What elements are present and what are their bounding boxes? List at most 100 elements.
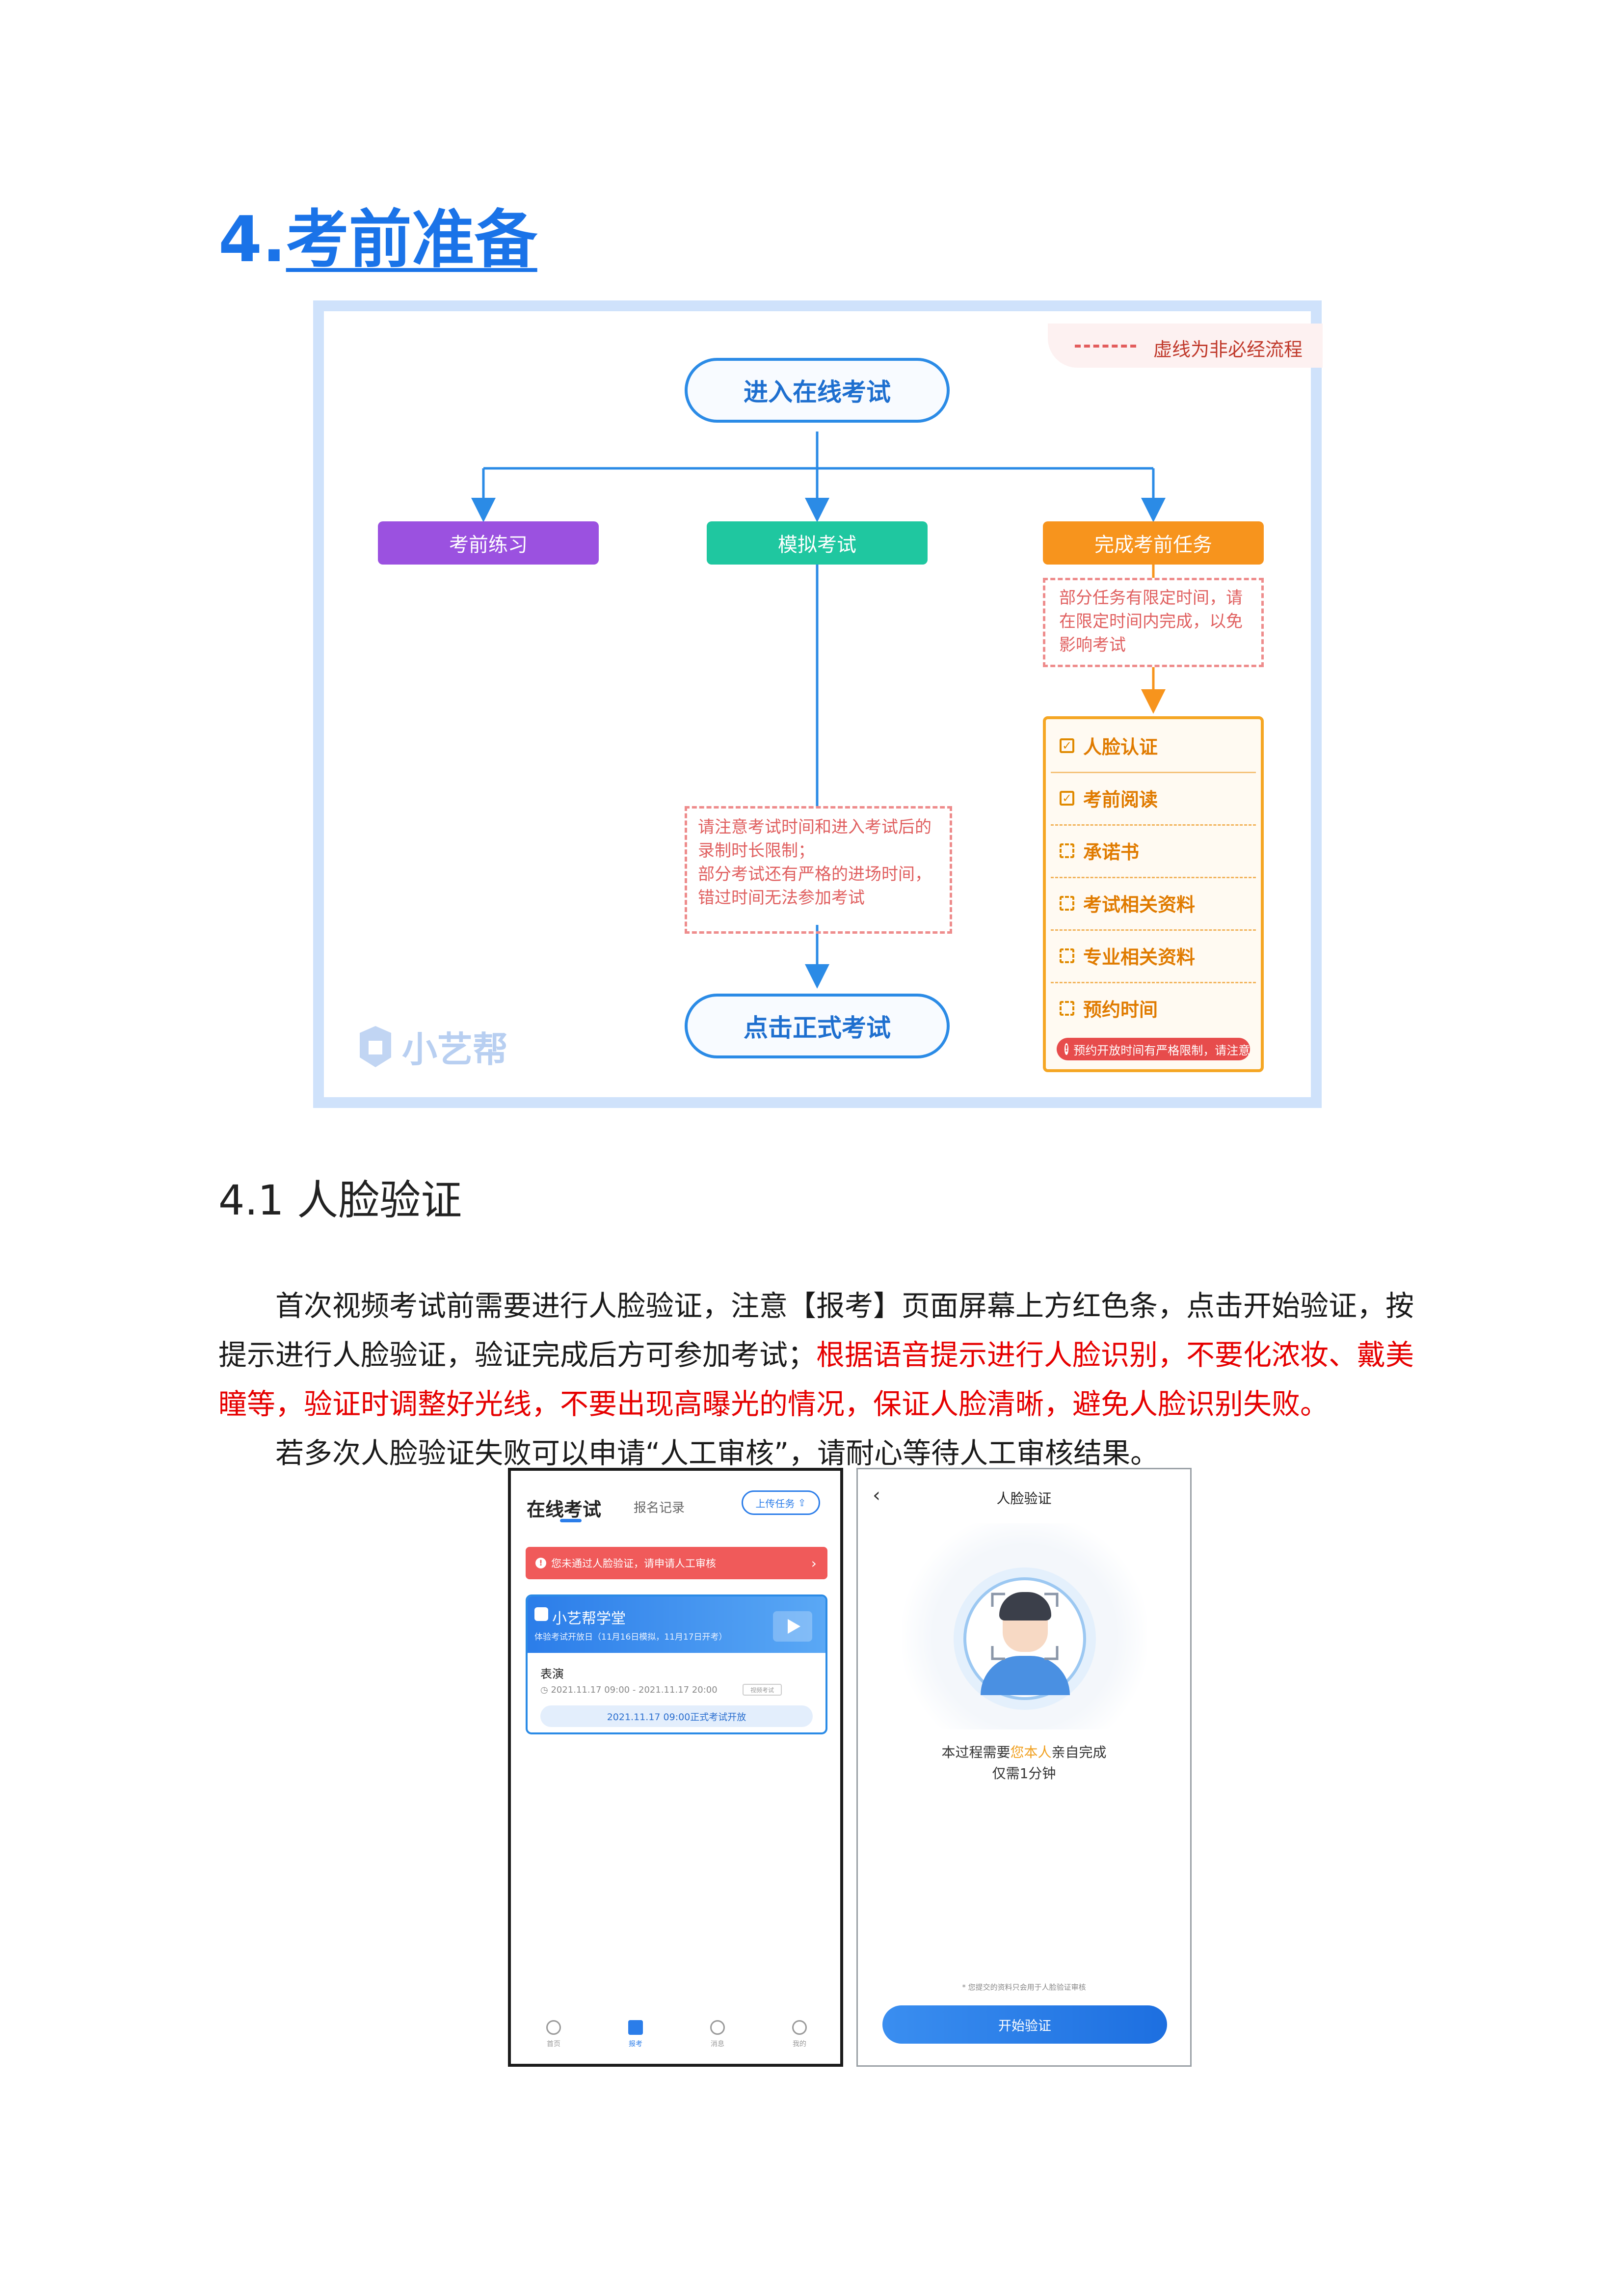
exam-time: ◷ 2021.11.17 09:00 - 2021.11.17 20:00 xyxy=(540,1685,718,1695)
task-item: 考试相关资料 xyxy=(1046,877,1261,929)
checkbox-icon: ✓ xyxy=(1060,790,1074,806)
tab-registration-record[interactable]: 报名记录 xyxy=(634,1501,685,1515)
card-subtitle: 体验考试开放日（11月16日模拟，11月17日开考） xyxy=(534,1632,727,1642)
divider xyxy=(1051,824,1256,826)
chevron-right-icon: › xyxy=(811,1555,817,1571)
note-line: 在限定时间内完成，以免 xyxy=(1059,612,1243,631)
dashed-checkbox-icon xyxy=(1060,1000,1074,1016)
dashed-checkbox-icon xyxy=(1060,948,1074,963)
start-node: 进入在线考试 xyxy=(685,358,950,423)
exam-time-text: 2021.11.17 09:00 - 2021.11.17 20:00 xyxy=(551,1685,718,1695)
info-icon: ! xyxy=(1064,1043,1069,1055)
task-label: 考试相关资料 xyxy=(1083,894,1196,916)
avatar-hair xyxy=(999,1592,1051,1621)
nav-label: 首页 xyxy=(547,2040,560,2048)
logo-icon xyxy=(356,1023,395,1070)
apply-icon xyxy=(628,2020,643,2035)
note-line: 请注意考试时间和进入考试后的 xyxy=(698,817,931,837)
note-line: 错过时间无法参加考试 xyxy=(698,888,865,908)
subsection-title: 4.1 人脸验证 xyxy=(218,1176,462,1224)
phone-screenshot-exam-list: 在线考试 报名记录 上传任务 ⇪ ! 您未通过人脸验证，请申请人工审核 › 小艺帮学… xyxy=(508,1468,843,2067)
profile-icon xyxy=(792,2020,807,2035)
play-icon xyxy=(773,1611,812,1642)
exam-open-badge: 2021.11.17 09:00正式考试开放 xyxy=(540,1705,813,1727)
face-scan-frame-icon xyxy=(991,1593,1059,1660)
upload-task-button[interactable]: 上传任务 ⇪ xyxy=(742,1490,820,1515)
dashed-checkbox-icon xyxy=(1060,895,1074,911)
task-item: 专业相关资料 xyxy=(1046,929,1261,982)
school-logo-icon xyxy=(534,1607,548,1621)
paragraph-line: 提示进行人脸验证，验证完成后方可参加考试；根据语音提示进行人脸识别，不要化浓妆、… xyxy=(218,1330,1421,1379)
task-item: 预约时间 xyxy=(1046,982,1261,1034)
nav-home[interactable]: 首页 xyxy=(524,2013,583,2049)
node-practice: 考前练习 xyxy=(378,521,599,565)
exam-type-tag: 视频考试 xyxy=(743,1684,782,1696)
task-warning: ! 预约开放时间有严格限制，请注意 xyxy=(1057,1038,1250,1060)
alert-text: 您未通过人脸验证，请申请人工审核 xyxy=(551,1558,716,1569)
task-label: 专业相关资料 xyxy=(1083,946,1196,968)
paragraph-text: 提示进行人脸验证，验证完成后方可参加考试； xyxy=(218,1338,817,1372)
task-list: ✓ 人脸认证 ✓ 考前阅读 承诺书 考试相关资料 专业相关资料 预约时间 ! 预约开放… xyxy=(1043,716,1264,1072)
checkbox-icon: ✓ xyxy=(1060,738,1074,753)
home-icon xyxy=(546,2020,561,2035)
heading-title: 考前准备 xyxy=(286,203,537,276)
flowchart: 虚线为非必经流程 进入在线考试 考前练习 模拟考试 完成考前任务 部分任务有限定… xyxy=(313,300,1323,1108)
instruction-line-2: 仅需1分钟 xyxy=(992,1765,1056,1782)
task-label: 预约时间 xyxy=(1083,999,1158,1021)
divider xyxy=(1051,877,1256,878)
mock-time-note: 请注意考试时间和进入考试后的 录制时长限制； 部分考试还有严格的进场时间， 错过… xyxy=(685,806,952,934)
note-line: 部分考试还有严格的进场时间， xyxy=(698,864,931,884)
info-icon: ! xyxy=(535,1558,546,1568)
nav-label: 报考 xyxy=(629,2040,642,2048)
task-label: 人脸认证 xyxy=(1083,736,1158,758)
instruction-highlight: 您本人 xyxy=(1010,1744,1052,1760)
card-header xyxy=(528,1596,825,1653)
task-time-note: 部分任务有限定时间，请 在限定时间内完成，以免 影响考试 xyxy=(1043,578,1264,667)
node-tasks: 完成考前任务 xyxy=(1043,521,1264,565)
dashed-checkbox-icon xyxy=(1060,843,1074,858)
back-arrow-icon[interactable]: ‹ xyxy=(873,1484,880,1507)
phone-screenshot-face-verify: ‹ 人脸验证 本过程需要您本人亲自完成 仅需1分钟 * 您提交的资料只会用于人脸… xyxy=(856,1468,1192,2067)
upload-label: 上传任务 xyxy=(755,1497,795,1510)
note-line: 部分任务有限定时间，请 xyxy=(1059,588,1243,608)
message-icon xyxy=(710,2020,725,2035)
paragraph-line: 若多次人脸验证失败可以申请“人工审核”，请耐心等待人工审核结果。 xyxy=(275,1436,1159,1470)
divider xyxy=(1051,929,1256,931)
note-line: 影响考试 xyxy=(1059,635,1126,655)
nav-apply[interactable]: 报考 xyxy=(606,2013,665,2049)
legend-dash-line xyxy=(1075,345,1136,348)
paragraph-line: 首次视频考试前需要进行人脸验证，注意【报考】页面屏幕上方红色条，点击开始验证，按 xyxy=(275,1289,1414,1323)
end-node: 点击正式考试 xyxy=(685,994,950,1058)
tab-online-exam[interactable]: 在线考试 xyxy=(527,1499,602,1520)
divider xyxy=(1051,982,1256,983)
face-verification-alert[interactable]: ! 您未通过人脸验证，请申请人工审核 › xyxy=(526,1547,827,1579)
watermark-text: 小艺帮 xyxy=(402,1029,508,1070)
watermark-logo: 小艺帮 xyxy=(356,1021,508,1072)
bottom-nav: 首页 报考 消息 我的 xyxy=(511,2013,840,2062)
task-item: ✓ 人脸认证 xyxy=(1046,719,1261,772)
instruction-text: 本过程需要 xyxy=(941,1744,1011,1760)
privacy-disclaimer: * 您提交的资料只会用于人脸验证审核 xyxy=(962,1983,1086,1992)
warning-text: 预约开放时间有严格限制，请注意 xyxy=(1073,1043,1251,1057)
nav-messages[interactable]: 消息 xyxy=(688,2013,747,2049)
paragraph-highlight: 根据语音提示进行人脸识别，不要化浓妆、戴美 xyxy=(816,1338,1414,1372)
task-label: 考前阅读 xyxy=(1083,789,1158,810)
task-label: 承诺书 xyxy=(1083,841,1140,863)
nav-profile[interactable]: 我的 xyxy=(770,2013,829,2049)
exam-subject: 表演 xyxy=(540,1667,564,1681)
tab-indicator xyxy=(560,1519,582,1522)
clock-icon: ◷ xyxy=(540,1685,551,1695)
heading-number: 4. xyxy=(218,203,286,276)
school-name: 小艺帮学堂 xyxy=(552,1610,626,1627)
note-line: 录制时长限制； xyxy=(698,841,815,861)
legend-text: 虚线为非必经流程 xyxy=(1153,339,1303,360)
task-item: ✓ 考前阅读 xyxy=(1046,772,1261,824)
instruction-text: 亲自完成 xyxy=(1051,1744,1107,1760)
section-heading: 4.考前准备 xyxy=(218,209,537,271)
node-mock: 模拟考试 xyxy=(707,521,928,565)
upload-icon: ⇪ xyxy=(798,1497,806,1509)
exam-card[interactable]: 小艺帮学堂 体验考试开放日（11月16日模拟，11月17日开考） 表演 ◷ 20… xyxy=(526,1594,827,1734)
nav-label: 我的 xyxy=(793,2040,806,2048)
start-verification-button[interactable]: 开始验证 xyxy=(882,2005,1167,2044)
task-item: 承诺书 xyxy=(1046,824,1261,877)
